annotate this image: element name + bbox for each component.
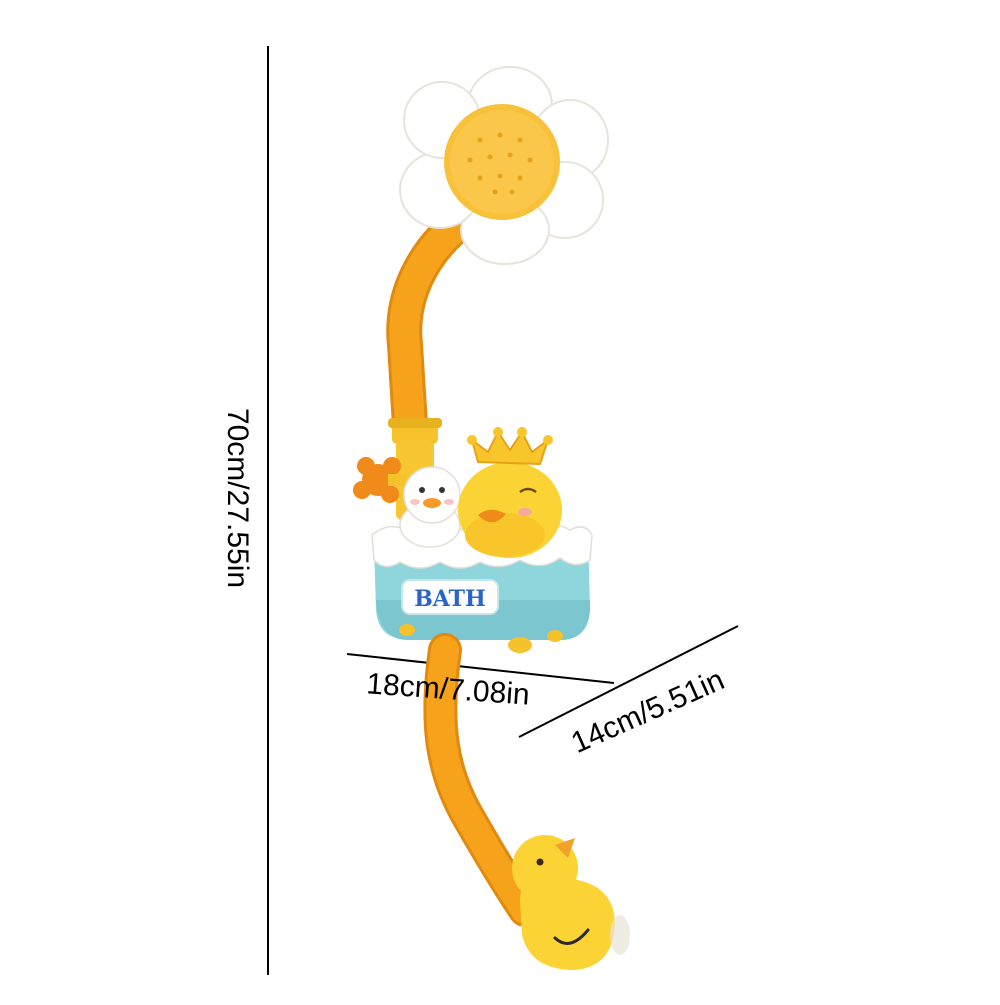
depth-dimension-line: [518, 625, 739, 738]
white-duck-toy: [399, 466, 461, 548]
sunflower-shower-head: [399, 66, 609, 265]
bath-label: BATH: [414, 586, 486, 612]
yellow-duck-with-crown: [458, 427, 562, 558]
height-dimension-label: 70cm/27.55in: [221, 407, 254, 589]
dimension-lines: [267, 46, 739, 975]
bath-label-plate: [401, 579, 499, 615]
duck-pump-base: [512, 835, 630, 970]
upper-hose: [386, 197, 488, 443]
lower-hose: [423, 633, 542, 927]
valve-knob: [353, 457, 406, 503]
bathtub: BATH: [371, 523, 593, 653]
width-dimension-line: [346, 653, 615, 684]
